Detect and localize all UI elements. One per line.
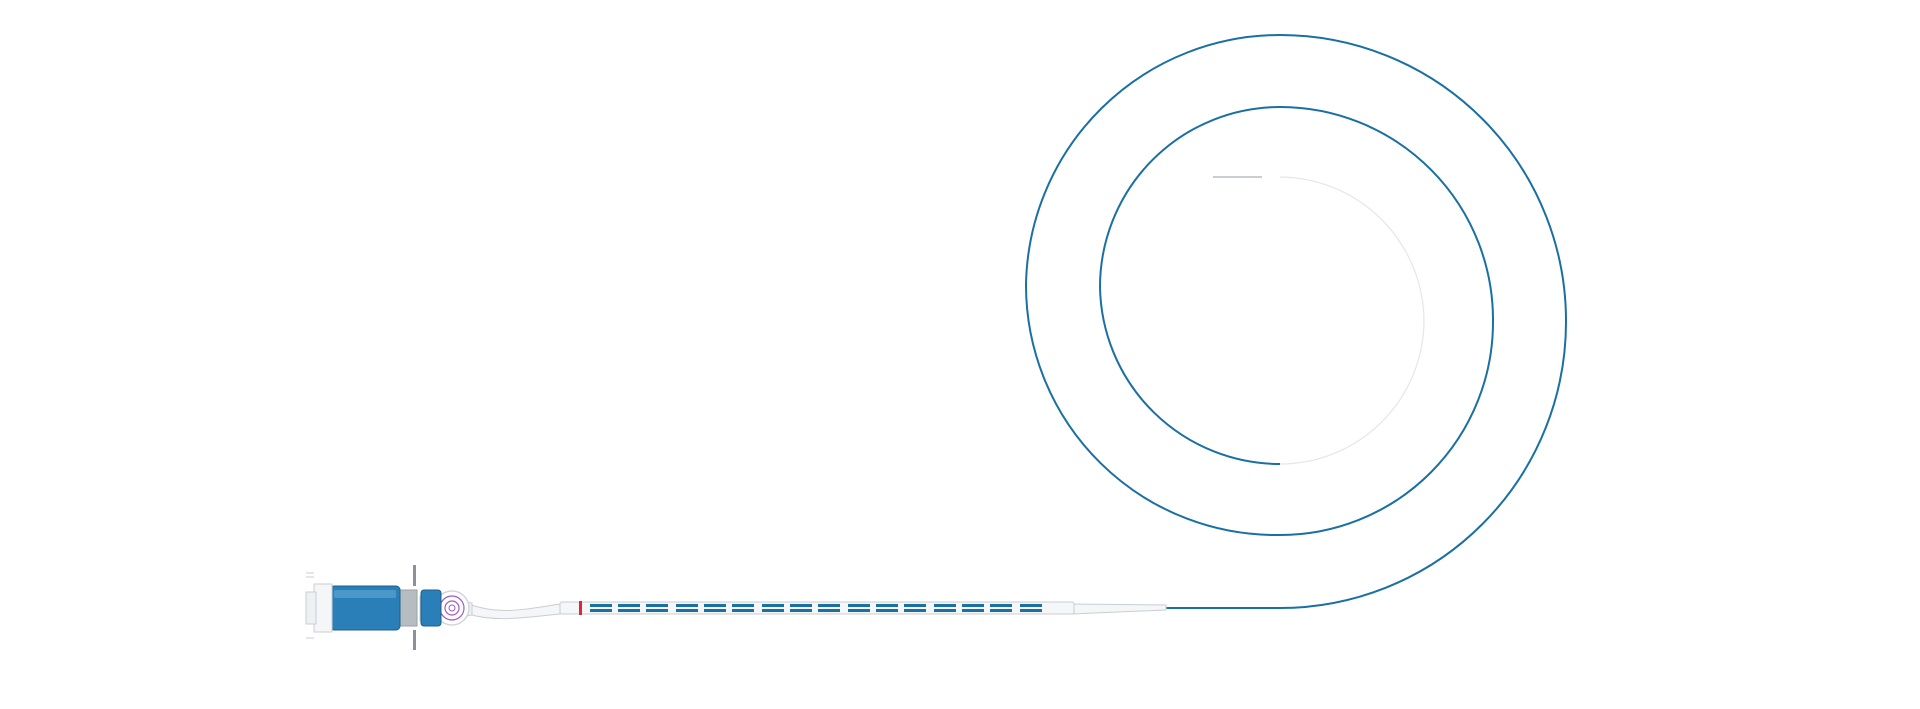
shaft-mark xyxy=(704,604,726,607)
inner-stylet-arc xyxy=(1279,176,1425,465)
end-cap xyxy=(313,583,333,633)
hub-highlight xyxy=(334,590,396,598)
shaft-mark xyxy=(646,604,668,607)
shaft-mark xyxy=(818,609,840,612)
shaft-mark xyxy=(1020,609,1042,612)
depth-marker xyxy=(579,601,582,615)
taper-segment xyxy=(1071,603,1167,615)
shaft-mark xyxy=(762,609,784,612)
shaft-mark xyxy=(904,609,926,612)
shaft-mark xyxy=(990,604,1012,607)
shaft-mark xyxy=(962,609,984,612)
shaft-marks xyxy=(590,604,1042,612)
shaft-mark xyxy=(876,609,898,612)
shaft-mark xyxy=(934,609,956,612)
connector-collar xyxy=(420,589,442,627)
shaft-mark xyxy=(590,609,612,612)
shaft-mark xyxy=(590,604,612,607)
shaft-mark xyxy=(618,604,640,607)
hub-wing-bottom xyxy=(413,630,416,650)
shaft-mark xyxy=(646,609,668,612)
shaft-mark xyxy=(848,604,870,607)
proximal-shaft xyxy=(467,603,561,620)
shaft-mark xyxy=(848,609,870,612)
shaft-mark xyxy=(676,604,698,607)
shaft-mark xyxy=(904,604,926,607)
shaft-mark xyxy=(876,604,898,607)
luer-valve xyxy=(434,590,470,626)
shaft-mark xyxy=(618,609,640,612)
shaft-mark xyxy=(762,604,784,607)
shaft-mark xyxy=(962,604,984,607)
marked-shaft xyxy=(559,601,1075,615)
hub-wing-top xyxy=(413,565,416,586)
shaft-mark xyxy=(934,604,956,607)
end-cap-lip xyxy=(305,591,317,625)
shaft-mark xyxy=(732,609,754,612)
shaft-mark xyxy=(732,604,754,607)
shaft-mark xyxy=(990,609,1012,612)
shaft-mark xyxy=(676,609,698,612)
shaft-mark xyxy=(818,604,840,607)
shaft-mark xyxy=(704,609,726,612)
outer-coil-loop xyxy=(1024,33,1568,609)
shaft-mark xyxy=(1020,604,1042,607)
shaft-mark xyxy=(790,604,812,607)
shaft-mark xyxy=(790,609,812,612)
